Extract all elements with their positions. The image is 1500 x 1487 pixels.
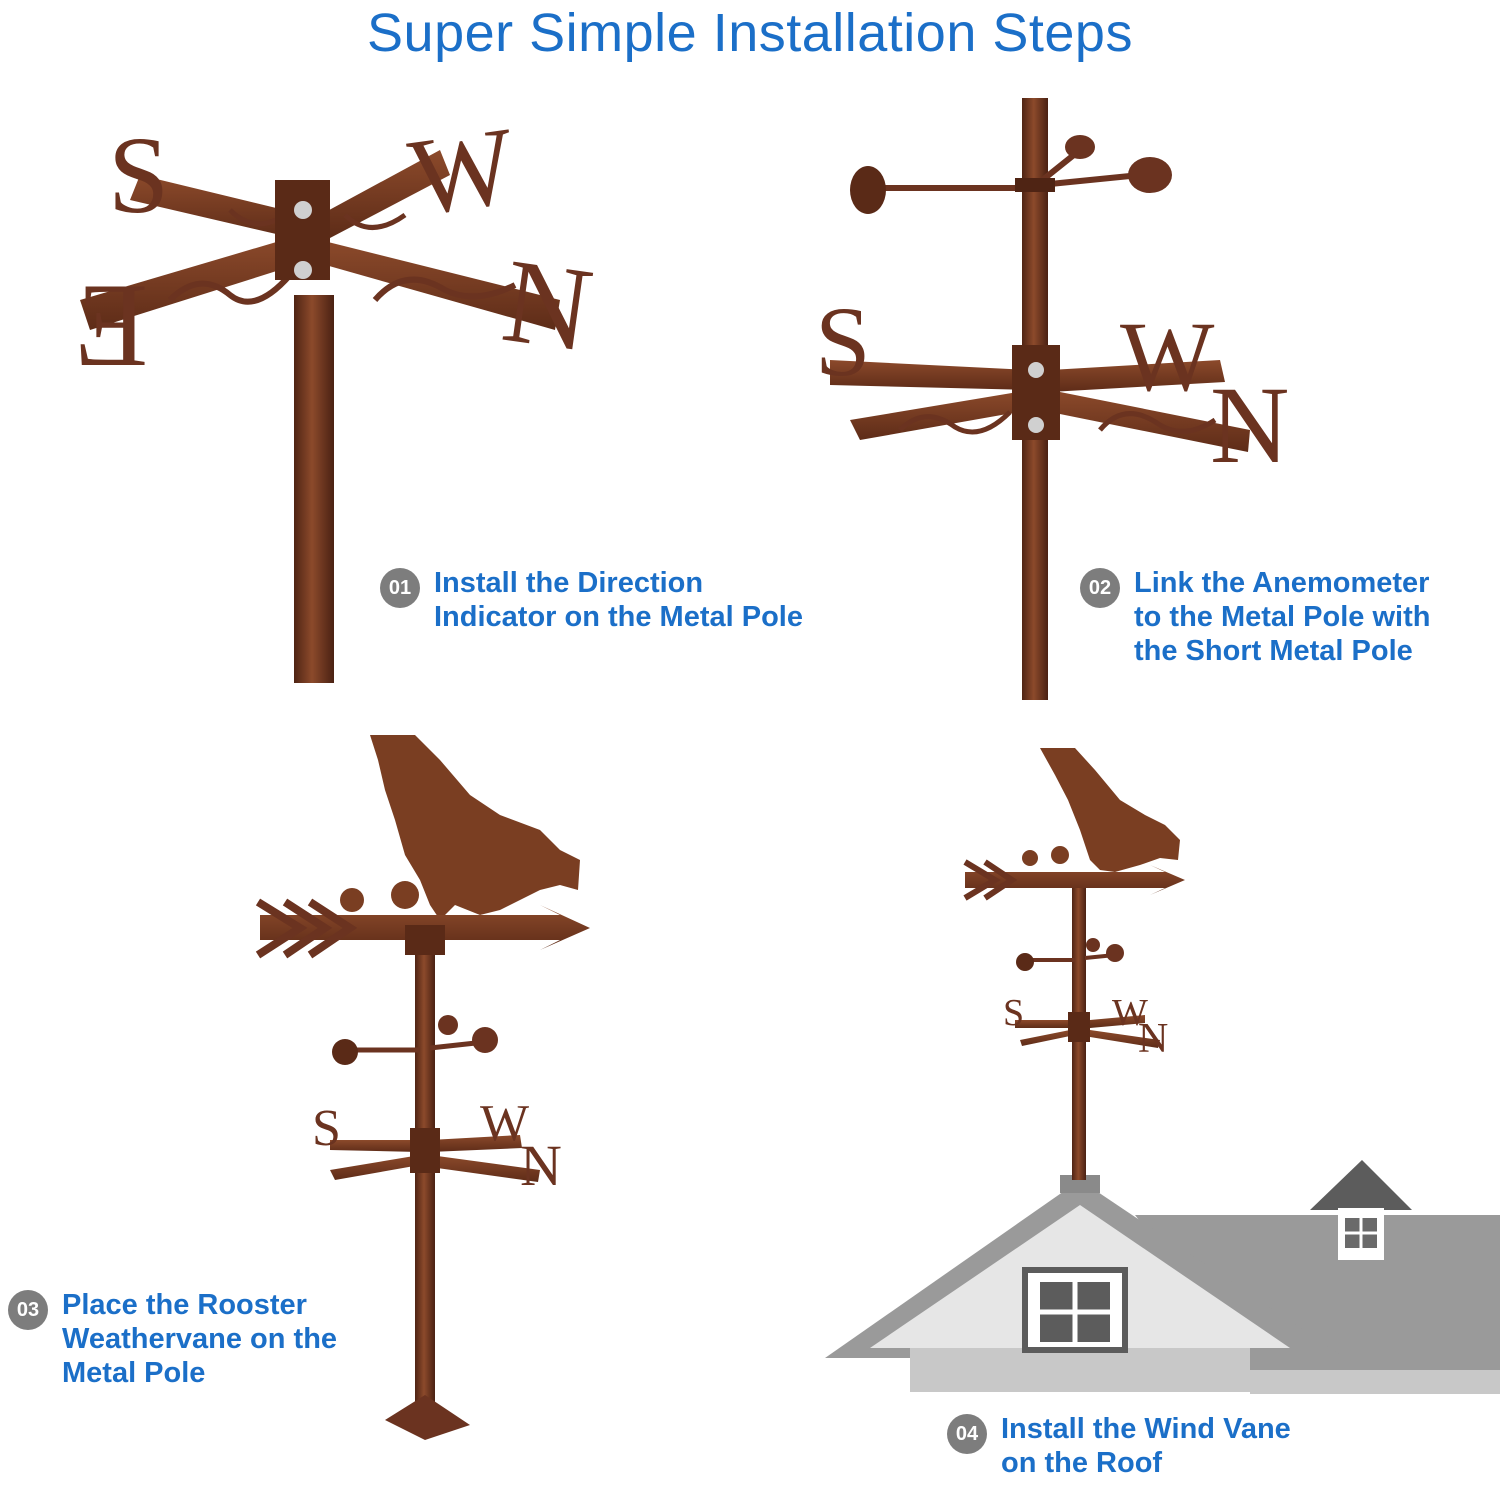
compass-letter-n: N: [496, 233, 600, 377]
anemometer-assembly: S W N: [815, 98, 1289, 700]
step-1-text: Install the Direction Indicator on the M…: [434, 566, 803, 634]
compass-letter-w: W: [402, 104, 522, 239]
step-4-badge: 04: [947, 1414, 987, 1454]
step-4-line-1: Install the Wind Vane: [1001, 1413, 1291, 1445]
step-1-caption: 01 Install the Direction Indicator on th…: [380, 566, 803, 634]
step-3-badge: 03: [8, 1290, 48, 1330]
step-3-text: Place the Rooster Weathervane on the Met…: [62, 1288, 337, 1390]
compass-letter-e: E: [75, 258, 148, 391]
step-2-line-2: to the Metal Pole with: [1134, 601, 1431, 633]
rooster-weathervane-small: S W N: [963, 748, 1185, 1180]
step-2-line-3: the Short Metal Pole: [1134, 635, 1413, 667]
house-roof: [825, 1160, 1500, 1394]
step-4-text: Install the Wind Vane on the Roof: [1001, 1412, 1291, 1480]
step-3-line-2: Weathervane on the: [62, 1323, 338, 1355]
step-1-badge: 01: [380, 568, 420, 608]
compass-letter-w: W: [1120, 301, 1215, 412]
compass-letter-s: S: [1003, 992, 1024, 1034]
hen-silhouette: [370, 735, 580, 920]
compass-letter-s: S: [108, 114, 169, 236]
compass-letter-s: S: [312, 1100, 341, 1157]
compass-letter-n: N: [520, 1133, 562, 1198]
step-2-caption: 02 Link the Anemometer to the Metal Pole…: [1080, 566, 1430, 668]
step-1-line-2: Indicator on the Metal Pole: [434, 601, 803, 633]
compass-letter-s: S: [815, 286, 871, 397]
step-3-line-1: Place the Rooster: [62, 1289, 307, 1321]
metal-pole: [294, 295, 334, 683]
compass-letter-n: N: [1210, 364, 1289, 486]
step-2-line-1: Link the Anemometer: [1134, 567, 1430, 599]
step-3-caption: 03 Place the Rooster Weathervane on the …: [8, 1288, 337, 1390]
compass-letter-n: N: [1138, 1016, 1168, 1062]
step-4-line-2: on the Roof: [1001, 1447, 1163, 1479]
step-4-caption: 04 Install the Wind Vane on the Roof: [947, 1412, 1291, 1480]
step-3-line-3: Metal Pole: [62, 1357, 206, 1389]
step-2-badge: 02: [1080, 568, 1120, 608]
direction-indicator-large: S W N E: [75, 104, 600, 683]
compass-letter-w: W: [480, 1095, 529, 1152]
metal-pole: [415, 955, 435, 1425]
step-1-line-1: Install the Direction: [434, 567, 704, 599]
step-2-text: Link the Anemometer to the Metal Pole wi…: [1134, 566, 1430, 668]
compass-letter-w: W: [1112, 992, 1148, 1034]
page-title: Super Simple Installation Steps: [367, 3, 1133, 63]
rooster-weathervane-large: S W N: [255, 735, 590, 1440]
